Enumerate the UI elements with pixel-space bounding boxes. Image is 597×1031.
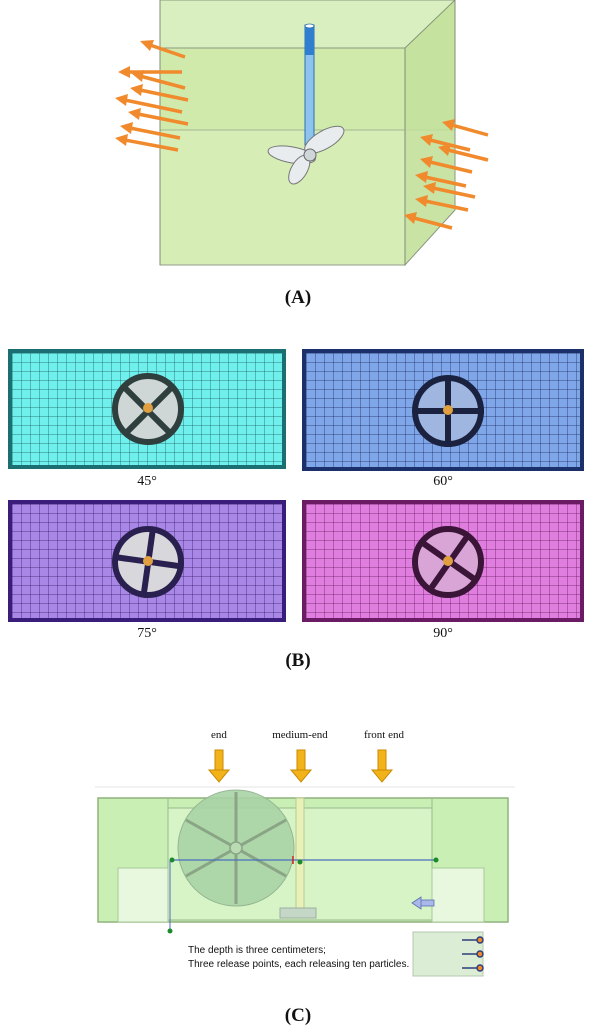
- panel-c-label: (C): [284, 1005, 312, 1026]
- panel-b-label: (B): [285, 650, 311, 671]
- tank-3d-diagram: [115, 0, 489, 267]
- caption-line-2: Three release points, each releasing ten…: [188, 959, 410, 970]
- marker-label-medium-end: medium-end: [272, 729, 328, 741]
- impeller-disc: [177, 789, 295, 907]
- inflow-arrows-left: [115, 40, 189, 152]
- impeller-ring: [112, 373, 184, 445]
- mesh-tile-75: [8, 500, 286, 622]
- shaft: [295, 797, 305, 911]
- panel-a-label: (A): [284, 287, 312, 308]
- angle-label-75: 75°: [137, 626, 157, 641]
- impeller-ring: [112, 526, 185, 599]
- mesh-tile-60: [302, 349, 584, 471]
- inflow-arrows-right: [404, 119, 489, 230]
- angle-label-90: 90°: [433, 626, 453, 641]
- impeller-ring: [412, 526, 484, 598]
- impeller-ring: [412, 375, 484, 447]
- marker-label-front-end: front end: [363, 729, 404, 741]
- release-point-icon: [462, 936, 484, 972]
- tank-side-view-diagram: [95, 749, 515, 977]
- flow-arrow-icon: [411, 896, 435, 910]
- mesh-tile-90: [302, 500, 584, 622]
- mesh-tile-45: [8, 349, 286, 469]
- down-arrow-icon: [207, 749, 394, 783]
- angle-label-45: 45°: [137, 474, 157, 489]
- marker-label-end: end: [211, 729, 227, 741]
- propeller-icon: [267, 125, 345, 185]
- caption-line-1: The depth is three centimeters;: [188, 945, 326, 956]
- angle-label-60: 60°: [433, 474, 453, 489]
